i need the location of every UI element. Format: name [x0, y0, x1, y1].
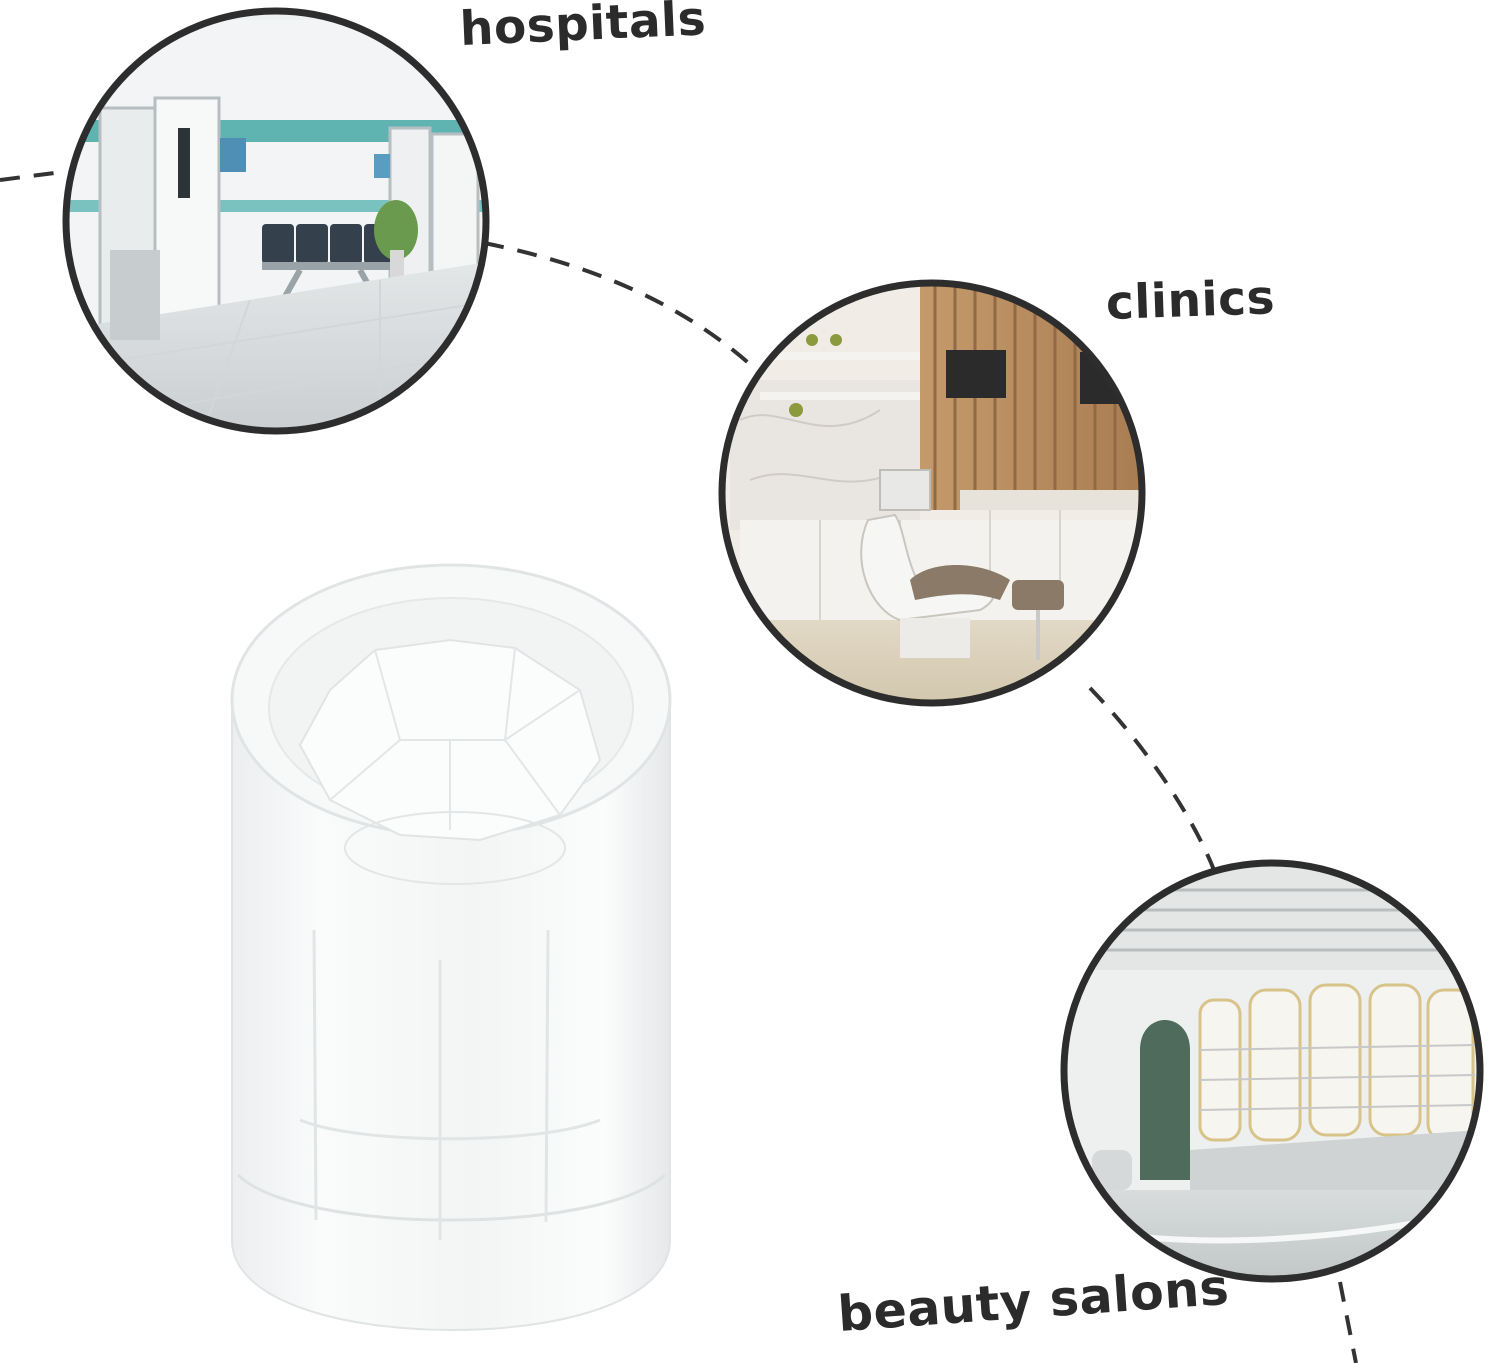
salon-ring: [1060, 859, 1484, 1283]
hospital-ring: [62, 7, 490, 435]
beauty-salon-photo: [1064, 863, 1480, 1279]
clinic-ring: [718, 279, 1146, 707]
dashed-connector: [0, 170, 1358, 1363]
hospital-corridor-photo: [66, 11, 486, 431]
silicone-cylinder-product: [230, 563, 672, 1332]
label-hospitals: hospitals: [458, 0, 708, 57]
dental-clinic-photo: [722, 283, 1142, 703]
label-clinics: clinics: [1105, 270, 1276, 331]
